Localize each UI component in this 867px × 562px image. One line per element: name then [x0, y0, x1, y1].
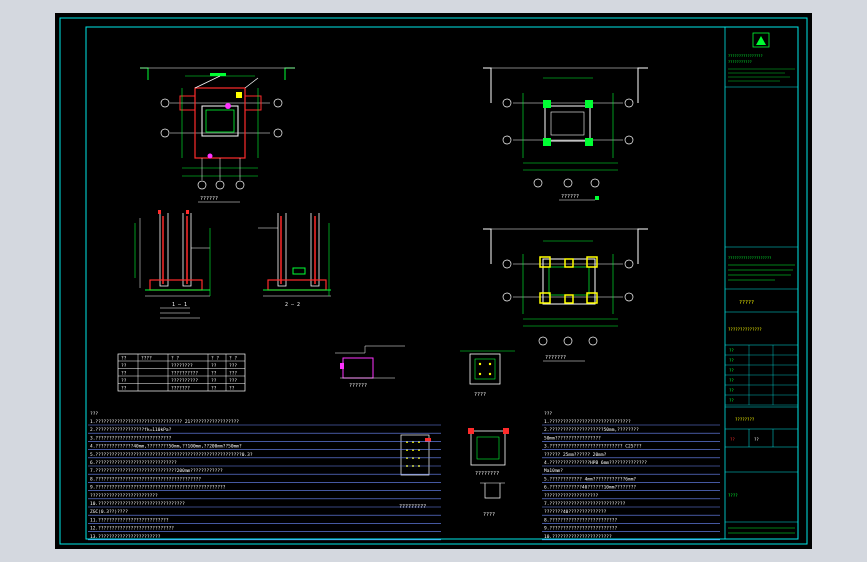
- approval-text: ????????: [735, 417, 755, 422]
- detail-2: ????: [460, 350, 515, 398]
- note-line: 4.??????????????40mm,????????50mm,??100m…: [90, 444, 242, 450]
- schedule-table: ??????? ?? ?? ??????????????????????????…: [117, 353, 246, 392]
- notes-left: ??? 1.???????????????????????????????? 2…: [88, 411, 441, 541]
- tb-row-label: ??: [729, 348, 734, 353]
- plan-1: ??????: [140, 67, 295, 203]
- tb-row-label: ??: [729, 398, 734, 403]
- note-line: 6.??????????????????????????????: [90, 460, 177, 466]
- schedule-cell: ???????: [171, 386, 190, 392]
- note-line: 2.????????????????????50mm,????????: [544, 427, 639, 433]
- note-line: 5.??????????????????????????????????????…: [90, 452, 253, 458]
- plan-2-label: ??????: [561, 194, 579, 200]
- detail-4-label: ????????: [475, 471, 499, 477]
- plan-1-label: ??????: [200, 196, 218, 202]
- note-line: 13.???????????????????????: [90, 534, 161, 540]
- schedule-cell: ??: [121, 363, 127, 369]
- schedule-cell: ???: [229, 371, 237, 377]
- detail-5: ????: [480, 482, 505, 518]
- note-line: 10.??????????????????????: [544, 534, 612, 540]
- schedule-cell: ??: [211, 386, 217, 392]
- note-line: 6.????????????40??????10mm????????: [544, 485, 636, 491]
- note-line: 7.????????????????????????????: [544, 501, 626, 507]
- schedule-cell: ???: [229, 363, 237, 369]
- note-line: Ma10mm?: [544, 468, 563, 474]
- scale-label: ??: [730, 437, 735, 442]
- note-line: ?????? 25mm?????? 20mm?: [544, 452, 607, 458]
- note-line: 1.???????????????????????????????? 21???…: [90, 419, 239, 425]
- tb-row-label: ??: [729, 368, 734, 373]
- company-name: ????????????????: [728, 54, 763, 58]
- schedule-cell: ????????: [171, 363, 193, 369]
- drawing-title: ?????: [739, 300, 754, 306]
- detail-2-label: ????: [474, 392, 486, 398]
- section-2-2-label: 2 — 2: [285, 302, 300, 308]
- plan-3-label: ???????: [545, 355, 566, 361]
- note-line: 2.??????????????????fk=110kPa?: [90, 427, 172, 433]
- cad-drawing: ?????? ??????: [59, 17, 808, 545]
- note-line: ZGC(0.3??)????: [90, 509, 128, 515]
- plan-3: ???????: [483, 228, 648, 362]
- schedule-cell: ??: [121, 371, 127, 377]
- drawing-number: ??????????????: [728, 327, 762, 332]
- note-line: 50mm?????????????????: [544, 435, 601, 441]
- seal-text: ????: [728, 493, 738, 498]
- section-1-1: 1 — 1: [134, 210, 211, 319]
- note-line: ???????40??????????????: [544, 509, 607, 515]
- schedule-header-0: ??: [121, 356, 127, 362]
- note-line: 3.??????????????????????????? C25???: [544, 444, 642, 450]
- detail-1-label: ??????: [349, 383, 367, 389]
- note-line: ?????????????????????????: [90, 493, 158, 499]
- note-line: ????????????????????: [544, 493, 598, 499]
- company-subname: ???????????: [728, 60, 752, 64]
- inner-frame: [85, 26, 799, 540]
- note-line: 3.????????????????????????????: [90, 435, 172, 441]
- company-logo: [752, 32, 770, 48]
- note-line: 8.?????????????????????????: [544, 517, 617, 523]
- note-line: 12.????????????????????????????: [90, 526, 174, 532]
- schedule-cell: ???: [229, 378, 237, 384]
- schedule-cell: ??: [211, 371, 217, 377]
- note-line: 4.???????????????HPB 6mm??????????????: [544, 460, 647, 466]
- section-2-2: 2 — 2: [258, 213, 331, 308]
- notes-right-title: ???: [544, 411, 552, 417]
- tb-row-label: ??: [729, 358, 734, 363]
- note-line: 9.??????????????????????????????????????…: [90, 485, 226, 491]
- schedule-cell: ??: [121, 378, 127, 384]
- schedule-header-3: ? ?: [211, 356, 219, 362]
- section-1-1-label: 1 — 1: [172, 302, 187, 308]
- schedule-cell: ??: [211, 363, 217, 369]
- schedule-header-1: ????: [141, 356, 152, 362]
- note-line: 11.??????????????????????????: [90, 517, 169, 523]
- schedule-header-2: ? ?: [171, 356, 179, 362]
- schedule-cell: ??????????: [171, 371, 198, 377]
- schedule-header-4: ? ?: [229, 356, 237, 362]
- note-line: 8.??????????????????????????????????????…: [90, 476, 201, 482]
- plan-2: ??????: [483, 67, 648, 201]
- tb-row-label: ??: [729, 378, 734, 383]
- detail-4: ????????: [468, 428, 509, 477]
- notes-right: ??? 1.?????????????????????????????? 2.??…: [542, 411, 720, 541]
- note-line: 5.???????????? 4mm????????????6mm?: [544, 476, 636, 482]
- schedule-cell: ??: [121, 386, 127, 392]
- note-line: 9.?????????????????????????: [544, 526, 617, 532]
- schedule-cell: ??: [211, 378, 217, 384]
- title-block: ???????????????? ??????????? ???????????…: [724, 26, 799, 540]
- tb-row-label: ??: [729, 388, 734, 393]
- detail-1: ??????: [335, 345, 405, 389]
- note-line: 10.????????????????????????????????: [90, 501, 185, 507]
- date-label: ??: [754, 437, 759, 442]
- note-line: 7.??????????????????????????????200mm???…: [90, 468, 223, 474]
- note-line: 1.??????????????????????????????: [544, 419, 631, 425]
- detail-5-label: ????: [483, 512, 495, 518]
- drawing-sheet: ?????? ??????: [55, 13, 812, 549]
- schedule-cell: ??: [229, 386, 235, 392]
- project-name: ????????????????????: [728, 256, 771, 260]
- outer-frame: [59, 17, 808, 545]
- notes-left-title: ???: [90, 411, 98, 417]
- schedule-cell: ??????????: [171, 378, 198, 384]
